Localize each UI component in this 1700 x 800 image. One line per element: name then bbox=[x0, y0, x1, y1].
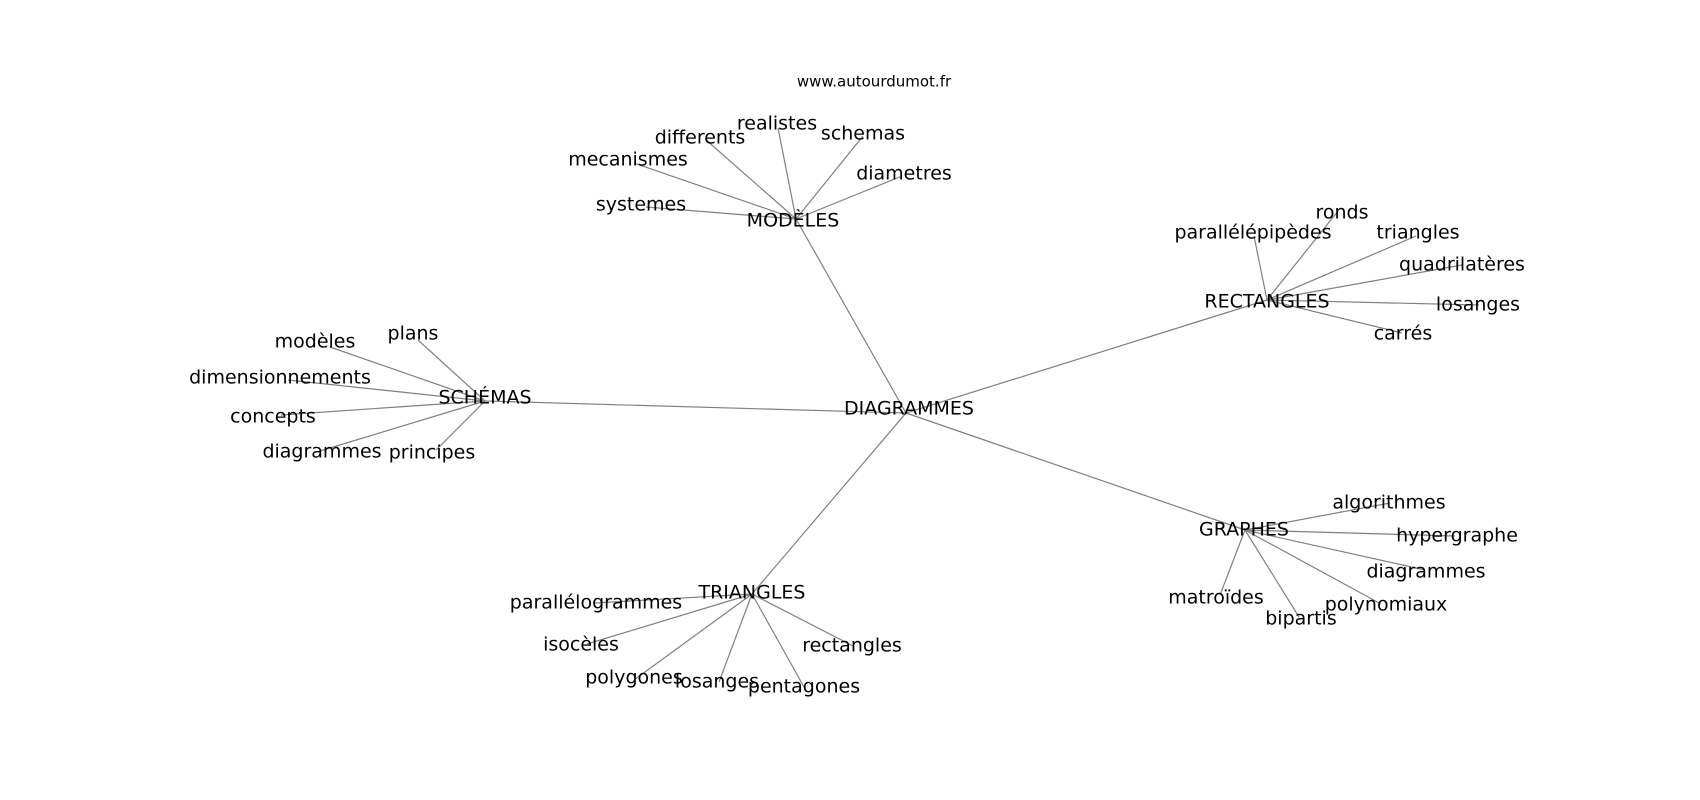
edge-modeles-mecanismes bbox=[633, 162, 797, 220]
edge-rectangles-triangles bbox=[1266, 235, 1417, 301]
node-realistes[interactable]: realistes bbox=[737, 113, 817, 135]
edge-schemas-hub-plans bbox=[417, 339, 486, 402]
node-pentagones[interactable]: pentagones bbox=[748, 676, 860, 698]
node-dimensionnements[interactable]: dimensionnements bbox=[189, 367, 371, 389]
node-bipartis[interactable]: bipartis bbox=[1265, 608, 1336, 630]
node-diagrammes[interactable]: DIAGRAMMES bbox=[844, 398, 974, 420]
edge-triangles-hub-pentagones bbox=[751, 593, 805, 688]
edge-graphes-diagrammes-graphes bbox=[1244, 529, 1426, 571]
node-losanges[interactable]: losanges bbox=[1436, 294, 1520, 316]
node-graphes[interactable]: GRAPHES bbox=[1199, 519, 1289, 541]
edge-diagrammes-triangles-hub bbox=[751, 412, 907, 595]
edge-modeles-schemas bbox=[795, 135, 864, 220]
node-schemas[interactable]: schemas bbox=[821, 123, 905, 145]
edge-triangles-hub-losanges-leaf bbox=[718, 593, 753, 683]
node-rectangles-leaf[interactable]: rectangles bbox=[802, 635, 902, 657]
node-polynomiaux[interactable]: polynomiaux bbox=[1325, 594, 1448, 616]
edge-graphes-hypergraphe bbox=[1244, 529, 1456, 537]
node-algorithmes[interactable]: algorithmes bbox=[1332, 492, 1445, 514]
node-hypergraphe[interactable]: hypergraphe bbox=[1396, 525, 1518, 547]
node-matroides[interactable]: matroïdes bbox=[1168, 587, 1264, 609]
edge-triangles-hub-polygones bbox=[633, 593, 753, 681]
edge-rectangles-losanges bbox=[1266, 299, 1480, 306]
edge-schemas-hub-diagrammes-leaf bbox=[319, 400, 486, 452]
edge-modeles-systemes bbox=[645, 206, 797, 220]
node-triangles[interactable]: triangles bbox=[1376, 222, 1459, 244]
edge-graphes-polynomiaux bbox=[1244, 529, 1382, 605]
edge-triangles-hub-isoceles bbox=[586, 593, 753, 645]
node-differents[interactable]: differents bbox=[655, 127, 746, 149]
edge-schemas-hub-modeles-leaf bbox=[329, 346, 486, 402]
edge-modeles-realistes bbox=[777, 127, 797, 220]
node-systemes[interactable]: systemes bbox=[596, 194, 686, 216]
edge-graphes-matroides bbox=[1219, 529, 1246, 596]
edge-triangles-hub-rectangles-leaf bbox=[751, 593, 854, 647]
node-polygones[interactable]: polygones bbox=[585, 667, 683, 689]
node-diagrammes-leaf[interactable]: diagrammes bbox=[262, 441, 381, 463]
edge-diagrammes-rectangles bbox=[905, 299, 1268, 414]
node-concepts[interactable]: concepts bbox=[230, 406, 316, 428]
edge-rectangles-quadrilateres bbox=[1266, 264, 1463, 301]
node-triangles-hub[interactable]: TRIANGLES bbox=[698, 582, 806, 604]
edge-modeles-diametres bbox=[795, 175, 903, 220]
node-modeles-leaf[interactable]: modèles bbox=[275, 331, 356, 353]
node-carres[interactable]: carrés bbox=[1374, 323, 1433, 345]
edge-graphes-algorithmes bbox=[1244, 502, 1391, 531]
edge-triangles-hub-parallelogrammes bbox=[594, 593, 753, 604]
edge-diagrammes-schemas-hub bbox=[484, 400, 907, 414]
node-diametres[interactable]: diametres bbox=[856, 163, 952, 185]
node-ronds[interactable]: ronds bbox=[1315, 202, 1368, 224]
node-parallelogrammes[interactable]: parallélogrammes bbox=[510, 592, 682, 614]
node-mecanismes[interactable]: mecanismes bbox=[568, 149, 688, 171]
node-principes[interactable]: principes bbox=[389, 442, 476, 464]
node-rectangles[interactable]: RECTANGLES bbox=[1204, 291, 1329, 313]
node-schemas-hub[interactable]: SCHÉMAS bbox=[438, 386, 531, 409]
edge-rectangles-parallelepipedes bbox=[1253, 235, 1268, 301]
edge-modeles-differents bbox=[704, 138, 797, 220]
edge-schemas-hub-concepts bbox=[280, 400, 486, 416]
node-parallelepipedes[interactable]: parallélépipèdes bbox=[1174, 222, 1331, 244]
edge-schemas-hub-dimensionnements bbox=[287, 379, 486, 402]
node-modeles[interactable]: MODÈLES bbox=[747, 209, 840, 232]
edge-diagrammes-modeles bbox=[795, 218, 907, 414]
edge-diagrammes-graphes bbox=[905, 412, 1246, 531]
edge-graphes-bipartis bbox=[1244, 529, 1300, 618]
node-plans[interactable]: plans bbox=[388, 323, 439, 345]
edge-rectangles-carres bbox=[1266, 299, 1403, 334]
edge-rectangles-ronds bbox=[1266, 210, 1339, 301]
node-isoceles[interactable]: isocèles bbox=[543, 634, 619, 656]
source-watermark: www.autourdumot.fr bbox=[797, 73, 952, 91]
node-quadrilateres[interactable]: quadrilatères bbox=[1399, 254, 1525, 276]
edge-schemas-hub-principes bbox=[435, 400, 486, 451]
edges-layer bbox=[280, 127, 1480, 688]
node-diagrammes-graphes[interactable]: diagrammes bbox=[1366, 561, 1485, 583]
node-losanges-leaf[interactable]: losanges bbox=[675, 671, 759, 693]
